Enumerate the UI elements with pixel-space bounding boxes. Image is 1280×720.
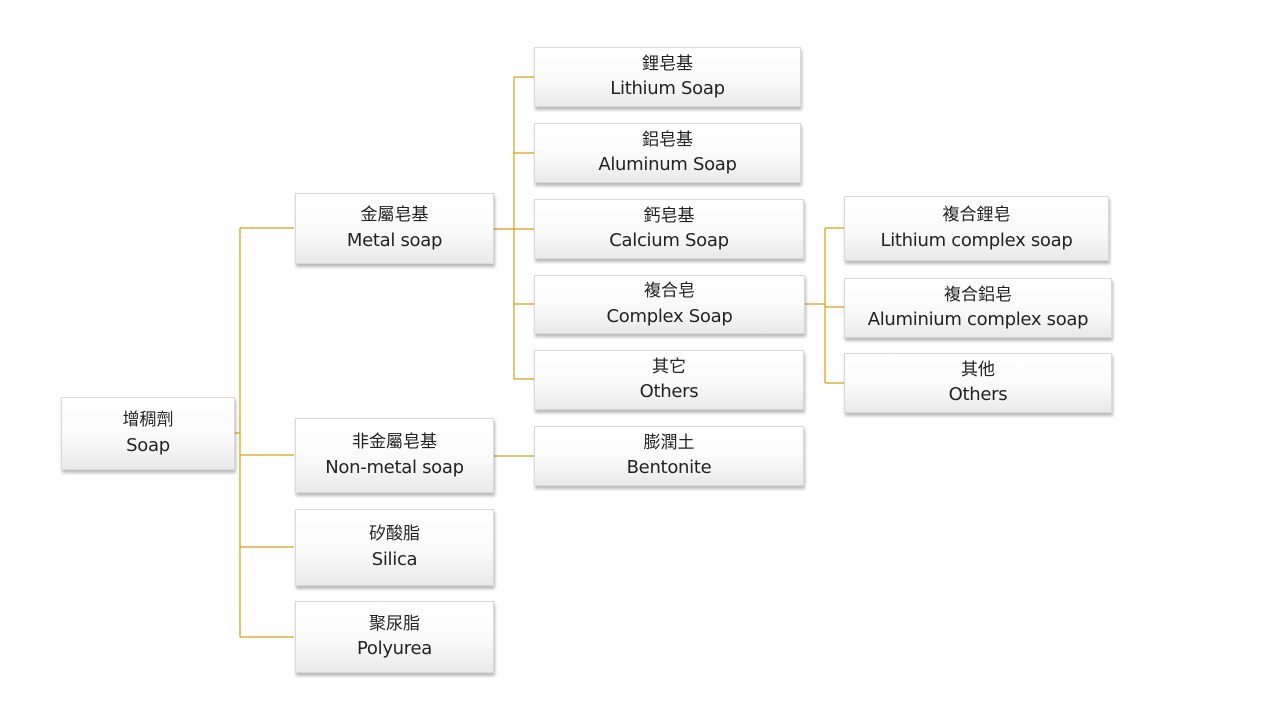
- node-others-complex: 其他 Others: [844, 353, 1112, 413]
- node-label-zh: 膨潤土: [643, 432, 695, 453]
- node-calcium-soap: 鈣皂基 Calcium Soap: [534, 199, 804, 259]
- node-label-zh: 其他: [961, 359, 995, 380]
- node-label-en: Soap: [126, 434, 170, 456]
- node-label-zh: 複合鋁皂: [944, 284, 1012, 305]
- node-label-en: Others: [948, 384, 1008, 406]
- node-label-en: Complex Soap: [606, 305, 733, 327]
- node-bentonite: 膨潤土 Bentonite: [534, 426, 804, 486]
- node-label-en: Aluminium complex soap: [867, 309, 1089, 331]
- node-label-en: Lithium Soap: [610, 78, 725, 100]
- node-complex-soap: 複合皂 Complex Soap: [534, 275, 805, 334]
- node-label-zh: 鈣皂基: [643, 205, 695, 226]
- node-label-en: Non-metal soap: [325, 456, 464, 478]
- node-label-en: Aluminum Soap: [598, 154, 737, 176]
- node-lithium-complex-soap: 複合鋰皂 Lithium complex soap: [844, 196, 1109, 261]
- node-label-en: Polyurea: [357, 638, 432, 660]
- node-label-zh: 聚尿脂: [369, 613, 420, 634]
- node-metal-soap: 金屬皂基 Metal soap: [295, 193, 494, 264]
- node-label-en: Calcium Soap: [609, 230, 729, 252]
- node-aluminum-soap: 鋁皂基 Aluminum Soap: [534, 123, 801, 183]
- node-label-zh: 鋁皂基: [642, 129, 693, 150]
- node-label-zh: 複合皂: [644, 281, 695, 302]
- node-label-zh: 複合鋰皂: [942, 205, 1011, 226]
- node-others-metal: 其它 Others: [534, 350, 804, 410]
- node-polyurea: 聚尿脂 Polyurea: [295, 601, 494, 673]
- node-label-en: Silica: [371, 548, 418, 570]
- node-silica: 矽酸脂 Silica: [295, 509, 494, 586]
- node-label-zh: 非金屬皂基: [352, 432, 437, 453]
- node-label-zh: 增稠劑: [122, 410, 174, 431]
- node-label-en: Others: [639, 381, 699, 403]
- node-label-zh: 矽酸脂: [369, 524, 420, 545]
- node-label-en: Metal soap: [346, 229, 443, 251]
- node-label-zh: 金屬皂基: [360, 205, 429, 226]
- node-label-zh: 其它: [652, 356, 686, 377]
- node-root-soap: 增稠劑 Soap: [61, 397, 235, 470]
- node-label-zh: 鋰皂基: [642, 53, 693, 74]
- node-non-metal-soap: 非金屬皂基 Non-metal soap: [295, 418, 494, 493]
- node-aluminium-complex-soap: 複合鋁皂 Aluminium complex soap: [844, 278, 1112, 338]
- node-label-en: Bentonite: [626, 457, 712, 479]
- node-label-en: Lithium complex soap: [880, 229, 1073, 251]
- node-lithium-soap: 鋰皂基 Lithium Soap: [534, 47, 801, 107]
